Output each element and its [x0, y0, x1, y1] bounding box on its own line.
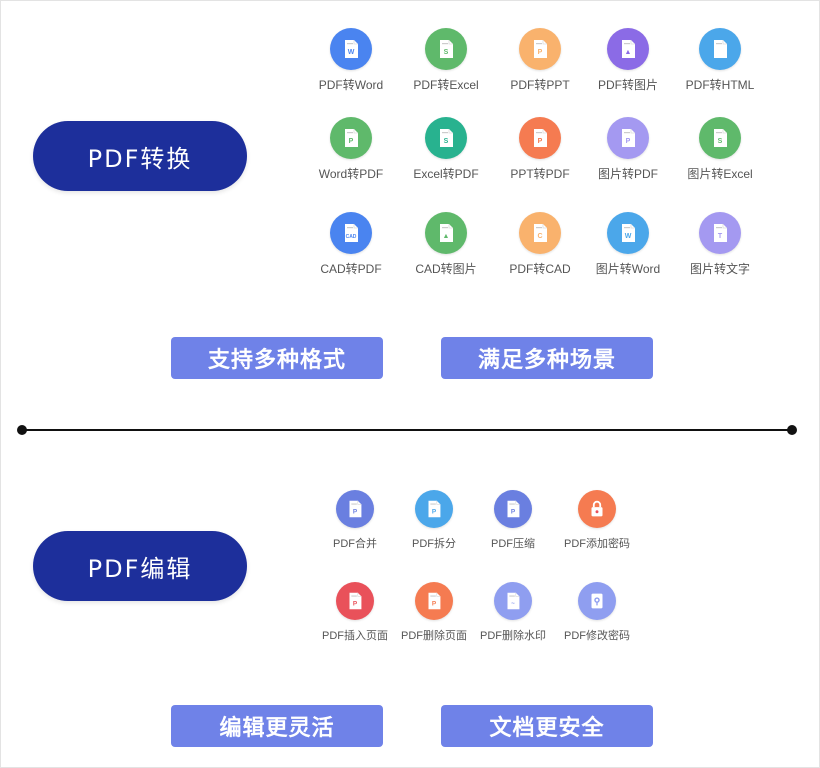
pdf-insert-page-icon: P [336, 582, 374, 620]
convert-item-pdf-to-ppt[interactable]: P PDF转PPT [490, 28, 590, 93]
svg-text:T: T [718, 233, 723, 240]
svg-text:▲: ▲ [443, 233, 450, 240]
pdf-merge-icon: P [336, 490, 374, 528]
edit-item-pdf-compress[interactable]: P PDF压缩 [463, 490, 563, 551]
pdf-to-word-icon: W [330, 28, 372, 70]
svg-text:S: S [718, 138, 723, 145]
pdf-to-excel-icon: S [425, 28, 467, 70]
convert-item-pdf-to-html[interactable]: PDF转HTML [670, 28, 770, 93]
convert-item-label: 图片转Excel [687, 167, 753, 181]
pdf-edit-pill: PDF编辑 [33, 531, 247, 601]
pdf-add-password-icon [578, 490, 616, 528]
edit-item-label: PDF拆分 [412, 538, 456, 550]
edit-item-label: PDF添加密码 [564, 538, 630, 550]
svg-text:S: S [444, 49, 449, 56]
svg-text:S: S [444, 138, 449, 145]
pdf-delete-page-icon: P [415, 582, 453, 620]
convert-item-label: PDF转PPT [510, 78, 570, 92]
convert-item-label: Word转PDF [318, 167, 384, 181]
image-to-excel-icon: S [699, 117, 741, 159]
svg-text:P: P [538, 49, 543, 56]
svg-text:P: P [626, 138, 631, 145]
svg-text:P: P [432, 509, 437, 516]
convert-item-label: CAD转图片 [415, 262, 477, 276]
word-to-pdf-icon: P [330, 117, 372, 159]
edit-item-label: PDF压缩 [491, 538, 535, 550]
convert-item-label: 图片转Word [595, 262, 661, 276]
convert-item-label: PDF转Word [318, 78, 384, 92]
cad-to-pdf-icon: CAD [330, 212, 372, 254]
edit-item-pdf-merge[interactable]: P PDF合并 [305, 490, 405, 551]
convert-item-pdf-to-image[interactable]: ▲ PDF转图片 [578, 28, 678, 93]
convert-item-excel-to-pdf[interactable]: S Excel转PDF [396, 117, 496, 182]
edit-item-pdf-change-password[interactable]: PDF修改密码 [547, 582, 647, 643]
pdf-remove-watermark-icon: ~ [494, 582, 532, 620]
svg-text:P: P [353, 601, 358, 608]
svg-text:P: P [511, 509, 516, 516]
convert-item-image-to-text[interactable]: T 图片转文字 [670, 212, 770, 277]
cad-to-image-icon: ▲ [425, 212, 467, 254]
edit-item-pdf-split[interactable]: P PDF拆分 [384, 490, 484, 551]
convert-item-cad-to-image[interactable]: ▲ CAD转图片 [396, 212, 496, 277]
feature-tag-formats: 支持多种格式 [171, 337, 383, 379]
convert-item-pdf-to-excel[interactable]: S PDF转Excel [396, 28, 496, 93]
image-to-pdf-icon: P [607, 117, 649, 159]
feature-tag-scenarios: 满足多种场景 [441, 337, 653, 379]
convert-item-label: CAD转PDF [320, 262, 382, 276]
pdf-change-password-icon [578, 582, 616, 620]
convert-item-label: PDF转图片 [597, 78, 658, 92]
pdf-to-ppt-icon: P [519, 28, 561, 70]
edit-item-pdf-remove-watermark[interactable]: ~ PDF删除水印 [463, 582, 563, 643]
ppt-to-pdf-icon: P [519, 117, 561, 159]
convert-item-word-to-pdf[interactable]: P Word转PDF [301, 117, 401, 182]
image-to-word-icon: W [607, 212, 649, 254]
excel-to-pdf-icon: S [425, 117, 467, 159]
convert-item-image-to-word[interactable]: W 图片转Word [578, 212, 678, 277]
edit-item-label: PDF合并 [333, 538, 377, 550]
convert-item-label: Excel转PDF [413, 167, 479, 181]
pdf-convert-pill: PDF转换 [33, 121, 247, 191]
image-to-text-icon: T [699, 212, 741, 254]
svg-text:P: P [353, 509, 358, 516]
edit-item-label: PDF删除页面 [401, 630, 467, 642]
svg-text:~: ~ [511, 601, 515, 608]
svg-text:P: P [432, 601, 437, 608]
edit-item-pdf-add-password[interactable]: PDF添加密码 [547, 490, 647, 551]
svg-text:P: P [349, 138, 354, 145]
pdf-to-image-icon: ▲ [607, 28, 649, 70]
svg-text:C: C [537, 233, 542, 240]
edit-item-label: PDF插入页面 [322, 630, 388, 642]
convert-item-label: PDF转HTML [685, 78, 755, 92]
feature-tag-flexible: 编辑更灵活 [171, 705, 383, 747]
convert-item-image-to-pdf[interactable]: P 图片转PDF [578, 117, 678, 182]
pdf-split-icon: P [415, 490, 453, 528]
pdf-to-html-icon [699, 28, 741, 70]
section-divider [22, 429, 792, 431]
convert-item-label: PDF转Excel [413, 78, 479, 92]
edit-item-label: PDF删除水印 [480, 630, 546, 642]
convert-item-label: 图片转PDF [597, 167, 658, 181]
pdf-compress-icon: P [494, 490, 532, 528]
convert-item-label: PPT转PDF [510, 167, 570, 181]
convert-item-ppt-to-pdf[interactable]: P PPT转PDF [490, 117, 590, 182]
svg-text:CAD: CAD [346, 234, 357, 240]
convert-item-label: 图片转文字 [689, 262, 750, 276]
svg-text:▲: ▲ [625, 49, 632, 56]
convert-item-label: PDF转CAD [509, 262, 571, 276]
convert-item-image-to-excel[interactable]: S 图片转Excel [670, 117, 770, 182]
pdf-to-cad-icon: C [519, 212, 561, 254]
feature-tag-secure: 文档更安全 [441, 705, 653, 747]
edit-item-pdf-insert-page[interactable]: P PDF插入页面 [305, 582, 405, 643]
edit-item-label: PDF修改密码 [564, 630, 630, 642]
svg-text:W: W [625, 233, 632, 240]
svg-text:P: P [538, 138, 543, 145]
svg-text:W: W [348, 49, 355, 56]
convert-item-pdf-to-cad[interactable]: C PDF转CAD [490, 212, 590, 277]
edit-item-pdf-delete-page[interactable]: P PDF删除页面 [384, 582, 484, 643]
divider-right-dot [787, 425, 797, 435]
convert-item-cad-to-pdf[interactable]: CAD CAD转PDF [301, 212, 401, 277]
convert-item-pdf-to-word[interactable]: W PDF转Word [301, 28, 401, 93]
